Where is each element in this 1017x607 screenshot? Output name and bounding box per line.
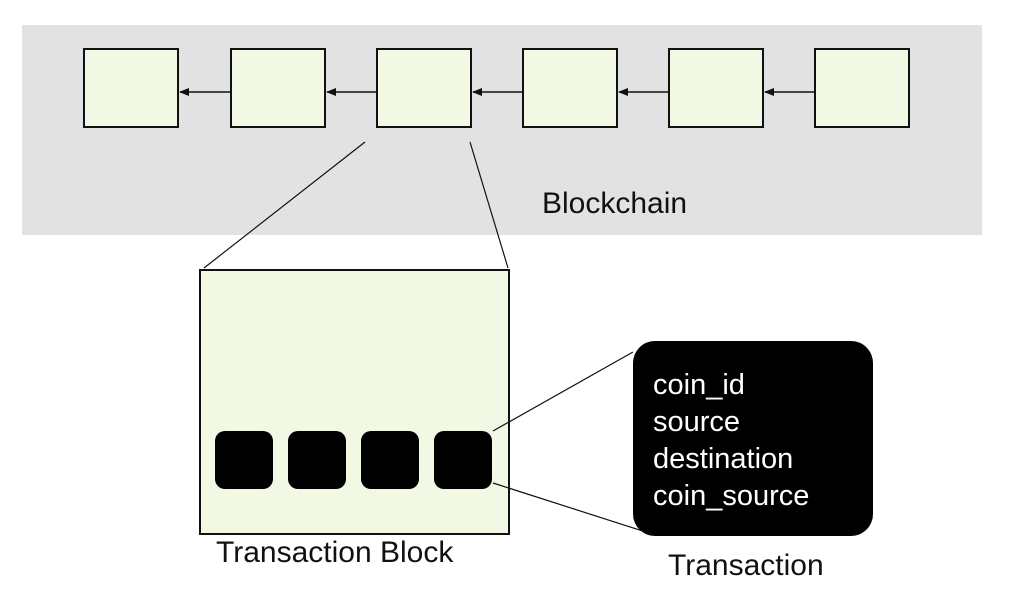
chain-block-1 [83,48,179,128]
transaction-detail: coin_id source destination coin_source [633,341,873,536]
chain-block-5 [668,48,764,128]
field-coin-source: coin_source [653,480,810,512]
transaction-1 [215,431,273,489]
transaction-block [199,269,510,535]
zoom-line-left [203,141,366,269]
transaction-label: Transaction [668,549,824,582]
chain-block-6 [814,48,910,128]
field-source: source [653,406,741,438]
transaction-3 [361,431,419,489]
transaction-4 [434,431,492,489]
blockchain-label: Blockchain [542,187,688,220]
transaction-2 [288,431,346,489]
detail-line-bottom [492,482,653,535]
zoom-line-right [469,141,509,269]
chain-block-3 [376,48,472,128]
detail-line-top [492,351,634,432]
chain-block-4 [522,48,618,128]
field-destination: destination [653,443,794,475]
field-coin-id: coin_id [653,369,745,401]
chain-block-2 [230,48,326,128]
transaction-block-label: Transaction Block [216,536,454,569]
